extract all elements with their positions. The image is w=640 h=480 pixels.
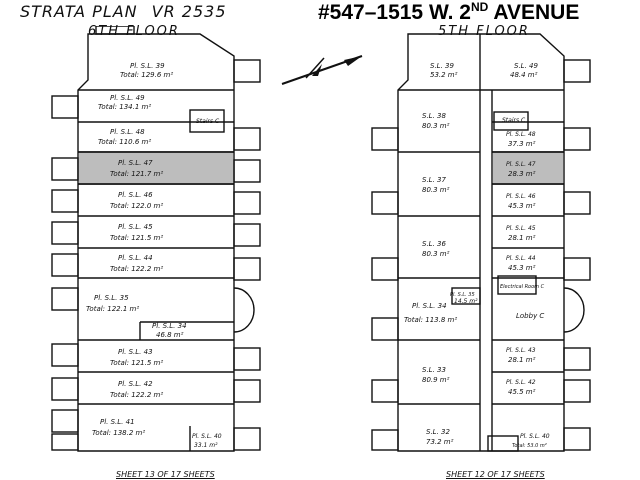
unit-label: Pl. S.L. 40	[520, 433, 550, 440]
unit-label: Pl. S.L. 39	[130, 62, 165, 70]
unit-area: Total: 121.5 m²	[110, 359, 163, 367]
unit-area: 45.3 m²	[508, 264, 536, 272]
north-arrow-icon	[281, 55, 363, 85]
unit-label: Pl. S.L. 42	[118, 380, 153, 388]
unit-label: Pl. S.L. 35	[450, 292, 475, 298]
unit-area: Total: 121.5 m²	[110, 234, 163, 242]
unit-label: Pl. S.L. 47	[506, 161, 536, 168]
strata-plan-title: STRATA PLAN VR 2535	[20, 2, 227, 21]
unit-area: 53.2 m²	[430, 71, 458, 79]
unit-label: Pl. S.L. 40	[192, 433, 222, 440]
unit-label: Pl. S.L. 41	[100, 418, 135, 426]
unit-area: 45.5 m²	[508, 388, 536, 396]
unit-label: S.L. 32	[426, 428, 450, 436]
highlighted-unit-47	[493, 153, 563, 183]
unit-label: Pl. S.L. 42	[506, 379, 536, 386]
unit-area: Total: 113.8 m²	[404, 316, 457, 324]
unit-label: Pl. S.L. 49	[110, 94, 145, 102]
unit-label: S.L. 36	[422, 240, 446, 248]
unit-area: 28.3 m²	[508, 170, 536, 178]
unit-label: Pl. S.L. 45	[506, 225, 536, 232]
unit-label: Pl. S.L. 43	[506, 347, 536, 354]
address-prefix: #547–1515 W. 2	[318, 1, 471, 24]
unit-label: S.L. 38	[422, 112, 446, 120]
unit-label: Pl. S.L. 44	[118, 254, 153, 262]
unit-area: 33.1 m²	[194, 442, 218, 449]
unit-area: 45.3 m²	[508, 202, 536, 210]
unit-label: Pl. S.L. 35	[94, 294, 129, 302]
unit-area: Total: 110.6 m²	[98, 138, 151, 146]
unit-label: S.L. 39	[430, 62, 454, 70]
highlighted-unit-47	[79, 153, 233, 183]
stairs-label: Stairs C	[196, 118, 220, 125]
unit-area: 80.3 m²	[422, 250, 450, 258]
unit-area: 46.8 m²	[156, 331, 184, 339]
unit-label: Pl. S.L. 48	[506, 131, 536, 138]
electrical-room-label: Electrical Room C	[500, 284, 545, 290]
address-suffix: AVENUE	[488, 1, 580, 24]
unit-area: Total: 53.0 m²	[512, 443, 547, 449]
unit-area: Total: 122.2 m²	[110, 265, 163, 273]
unit-label: Pl. S.L. 43	[118, 348, 153, 356]
unit-area: Total: 122.1 m²	[86, 305, 139, 313]
strata-label: STRATA PLAN	[20, 2, 138, 21]
unit-label: Pl. S.L. 46	[118, 191, 153, 199]
plan-5th-floor: S.L. 39 53.2 m² S.L. 49 48.4 m² S.L. 38 …	[340, 26, 630, 471]
unit-area: 28.1 m²	[508, 356, 536, 364]
unit-area: Total: 122.2 m²	[110, 391, 163, 399]
lobby-label: Lobby C	[516, 312, 544, 320]
unit-label: Pl. S.L. 45	[118, 223, 153, 231]
floor-label-5th: 5TH FLOOR	[438, 24, 530, 39]
unit-area: 37.3 m²	[508, 140, 536, 148]
plan-6th-floor: Pl. S.L. 39 Total: 129.6 m² Pl. S.L. 49 …	[0, 26, 290, 471]
sheet-label-12: SHEET 12 OF 17 SHEETS	[446, 470, 545, 479]
unit-area: 48.4 m²	[510, 71, 538, 79]
unit-label: S.L. 33	[422, 366, 446, 374]
sheet-label-13: SHEET 13 OF 17 SHEETS	[116, 470, 215, 479]
unit-label: S.L. 49	[514, 62, 538, 70]
stairs-label: Stairs C	[502, 117, 526, 124]
floor-label-6th: 6TH FLOOR	[88, 24, 180, 39]
unit-area: Total: 122.0 m²	[110, 202, 163, 210]
unit-label: Pl. S.L. 34	[412, 302, 447, 310]
unit-label: S.L. 37	[422, 176, 446, 184]
address-sup: ND	[470, 0, 489, 14]
unit-label: Pl. S.L. 44	[506, 255, 536, 262]
unit-label: Pl. S.L. 48	[110, 128, 145, 136]
unit-area: Total: 138.2 m²	[92, 429, 145, 437]
unit-area: 73.2 m²	[426, 438, 454, 446]
address-title: #547–1515 W. 2ND AVENUE	[318, 0, 579, 25]
unit-area: 80.3 m²	[422, 186, 450, 194]
plan-number: VR 2535	[151, 2, 227, 21]
unit-area: 14.5 m²	[454, 298, 478, 305]
unit-area: 28.1 m²	[508, 234, 536, 242]
unit-label: Pl. S.L. 46	[506, 193, 536, 200]
unit-area: Total: 129.6 m²	[120, 71, 173, 79]
unit-area: 80.9 m²	[422, 376, 450, 384]
unit-area: 80.3 m²	[422, 122, 450, 130]
unit-area: Total: 134.1 m²	[98, 103, 151, 111]
unit-label: Pl. S.L. 34	[152, 322, 187, 330]
unit-label: Pl. S.L. 47	[118, 159, 153, 167]
unit-area: Total: 121.7 m²	[110, 170, 163, 178]
